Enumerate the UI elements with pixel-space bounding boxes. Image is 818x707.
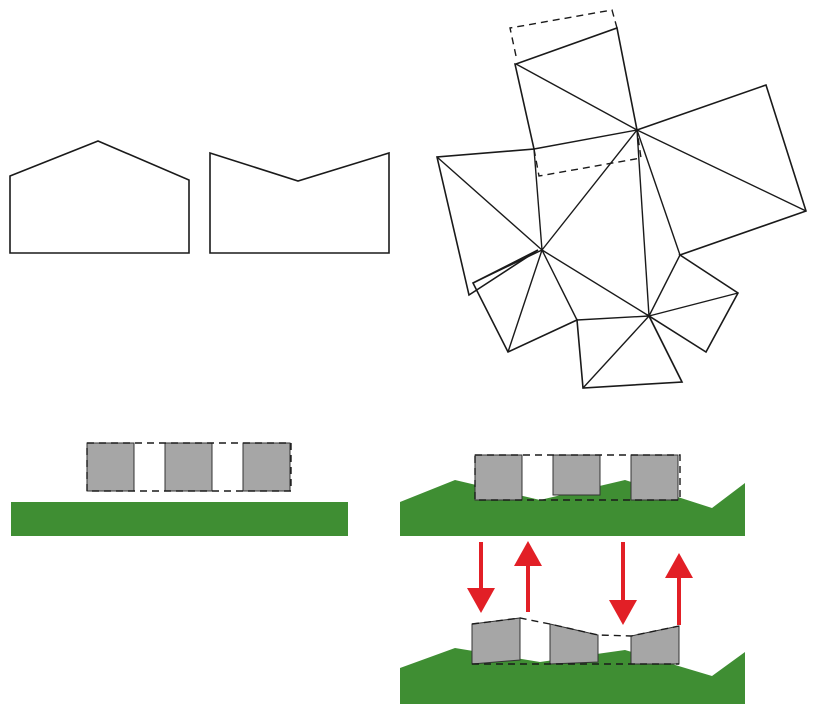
dashed-roof-frame xyxy=(474,454,681,501)
flat-ground-scene xyxy=(11,442,348,536)
folded-roof-net xyxy=(436,9,807,389)
net-fold-line xyxy=(636,129,681,256)
net-fold-line xyxy=(515,63,638,131)
net-dashed-tab xyxy=(533,129,642,177)
uneven-ground-scene xyxy=(400,454,745,536)
arrow-down-head xyxy=(609,600,637,625)
net-fold-line xyxy=(472,249,543,284)
arrow-up-head xyxy=(514,541,542,566)
gray-block xyxy=(552,454,601,496)
net-fold-line xyxy=(541,249,578,321)
gable-roof-outline xyxy=(9,140,190,254)
net-fold-line xyxy=(648,292,739,317)
net-fold-line xyxy=(507,249,543,353)
gray-block xyxy=(164,442,213,492)
net-outline xyxy=(436,26,807,389)
tilted-gray-block xyxy=(471,617,521,665)
net-fold-line xyxy=(541,249,650,317)
net-fold-line xyxy=(636,129,650,317)
net-fold-line xyxy=(636,129,807,212)
gray-block xyxy=(630,454,679,501)
gray-block xyxy=(86,442,135,492)
dashed-roof-frame xyxy=(86,442,292,492)
net-fold-line xyxy=(436,156,543,251)
tilted-gray-block xyxy=(549,623,599,665)
gray-block xyxy=(474,454,523,501)
butterfly-roof-outline xyxy=(209,151,390,254)
adjusted-ground-scene xyxy=(400,617,745,704)
net-fold-line xyxy=(533,129,638,150)
net-fold-line xyxy=(541,129,638,251)
net-fold-line xyxy=(576,315,650,321)
flat-ground xyxy=(11,502,348,536)
dashed-roof-frame xyxy=(471,617,680,637)
net-fold-line xyxy=(648,315,683,383)
net-dashed-tab xyxy=(509,9,618,57)
net-fold-line xyxy=(648,254,681,317)
adjustment-arrows xyxy=(467,541,693,625)
net-fold-line xyxy=(582,315,650,389)
gray-block xyxy=(242,442,291,492)
arrow-down-head xyxy=(467,588,495,613)
net-fold-line xyxy=(533,148,543,251)
arrow-up-head xyxy=(665,553,693,578)
